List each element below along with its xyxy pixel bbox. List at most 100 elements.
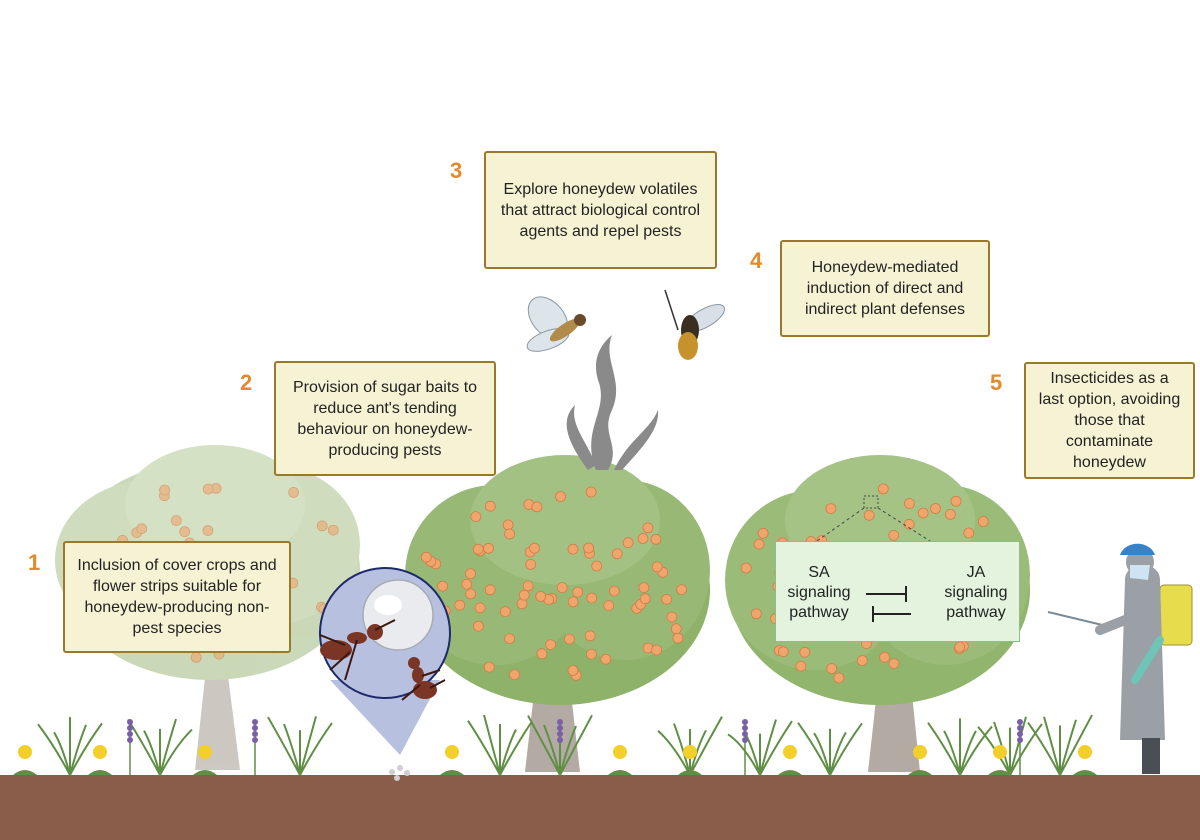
fruit-icon xyxy=(202,525,214,536)
grass-icon xyxy=(499,729,517,776)
fruit-icon xyxy=(584,630,596,642)
dandelion-leaves xyxy=(678,770,702,775)
grass-icon xyxy=(1009,716,1027,776)
fruit-icon xyxy=(639,593,651,605)
grass-icon xyxy=(829,731,847,776)
grass-icon xyxy=(483,714,501,776)
grass-icon xyxy=(559,714,593,776)
inhibition-arrow-icon xyxy=(866,586,911,622)
lavender-icon xyxy=(1017,737,1023,743)
lavender-icon xyxy=(557,731,563,737)
sa-pathway-label: SA signaling pathway xyxy=(784,563,854,623)
step-4-box: Honeydew-mediated induction of direct an… xyxy=(780,240,990,337)
pathway-crosstalk-box: SA signaling pathway JA signaling pathwa… xyxy=(775,541,1020,642)
fruit-icon xyxy=(583,542,594,554)
lavender-icon xyxy=(557,725,563,731)
step-2-box: Provision of sugar baits to reduce ant's… xyxy=(274,361,496,476)
fruit-icon xyxy=(917,507,929,519)
fruit-icon xyxy=(461,578,473,590)
step-1-box: Inclusion of cover crops and flower stri… xyxy=(63,541,291,653)
fruit-icon xyxy=(555,491,566,502)
fruit-icon xyxy=(474,602,486,614)
lavender-icon xyxy=(557,719,563,725)
lavender-icon xyxy=(742,725,748,731)
fruit-icon xyxy=(651,561,663,573)
fruit-icon xyxy=(472,620,484,632)
fruit-icon xyxy=(136,523,148,535)
fruit-icon xyxy=(159,484,171,496)
fruit-icon xyxy=(944,509,956,520)
dandelion-icon xyxy=(683,745,697,759)
fruit-icon xyxy=(954,641,966,653)
fruit-icon xyxy=(499,606,511,617)
grass-icon xyxy=(499,720,533,776)
fruit-icon xyxy=(470,511,482,522)
fruit-icon xyxy=(591,560,603,572)
fruit-icon xyxy=(666,611,678,623)
fruit-icon xyxy=(509,669,520,680)
fruit-icon xyxy=(502,519,514,531)
dandelion-leaves xyxy=(440,770,464,775)
step-5-text: Insecticides as a last option, avoiding … xyxy=(1038,370,1181,471)
fruit-icon xyxy=(930,503,941,514)
grass-icon xyxy=(977,726,1011,776)
dandelion-icon xyxy=(913,745,927,759)
step-1-text: Inclusion of cover crops and flower stri… xyxy=(77,557,277,637)
grass-icon xyxy=(159,728,193,776)
fruit-icon xyxy=(977,516,989,527)
fruit-icon xyxy=(777,646,789,658)
grass-icon xyxy=(813,732,831,776)
grass-icon xyxy=(689,716,723,776)
lavender-icon xyxy=(252,737,258,743)
fruit-icon xyxy=(863,509,875,521)
grass-icon xyxy=(69,722,103,776)
fruit-icon xyxy=(202,483,214,495)
fruit-icon xyxy=(472,543,484,555)
lavender-icon xyxy=(252,731,258,737)
fruit-icon xyxy=(535,591,547,602)
tree-icon xyxy=(405,455,710,772)
grass-icon xyxy=(37,723,71,776)
fruit-icon xyxy=(536,648,548,660)
step-number: 4 xyxy=(750,248,763,273)
fruit-icon xyxy=(564,633,575,645)
grass-icon xyxy=(467,720,501,776)
ja-line: JA xyxy=(966,564,986,581)
grass-icon xyxy=(759,720,793,776)
step-number: 5 xyxy=(990,370,1003,395)
step-5-box: Insecticides as a last option, avoiding … xyxy=(1024,362,1195,479)
sa-line: signaling xyxy=(787,584,851,601)
fruit-icon xyxy=(888,658,900,669)
fruit-icon xyxy=(963,527,975,539)
grass-icon xyxy=(1027,722,1061,776)
dandelion-leaves xyxy=(778,770,802,775)
fruit-icon xyxy=(879,651,890,663)
fruit-icon xyxy=(740,562,752,574)
fruit-icon xyxy=(586,648,597,660)
fruit-icon xyxy=(799,646,811,658)
fruit-icon xyxy=(877,483,889,495)
fruit-icon xyxy=(522,580,534,592)
lavender-icon xyxy=(252,725,258,731)
grass-icon xyxy=(53,731,71,776)
lavender-icon xyxy=(127,719,133,725)
step-number: 3 xyxy=(450,158,463,183)
fruit-icon xyxy=(465,568,476,579)
fruit-icon xyxy=(190,652,202,663)
fruit-icon xyxy=(670,623,682,635)
fruit-icon xyxy=(170,515,182,526)
fruit-icon xyxy=(465,588,477,600)
grass-icon xyxy=(959,725,993,776)
fruit-icon xyxy=(661,593,672,605)
fruit-icon xyxy=(567,543,579,555)
fruit-icon xyxy=(622,537,634,549)
grass-icon xyxy=(943,730,961,776)
wasp-icon xyxy=(664,289,726,360)
dandelion-leaves xyxy=(1073,770,1097,775)
fruit-icon xyxy=(567,596,579,608)
grass-icon xyxy=(1059,714,1093,776)
dandelion-icon xyxy=(445,745,459,759)
fruit-icon xyxy=(572,586,584,598)
ja-line: pathway xyxy=(946,604,1006,621)
